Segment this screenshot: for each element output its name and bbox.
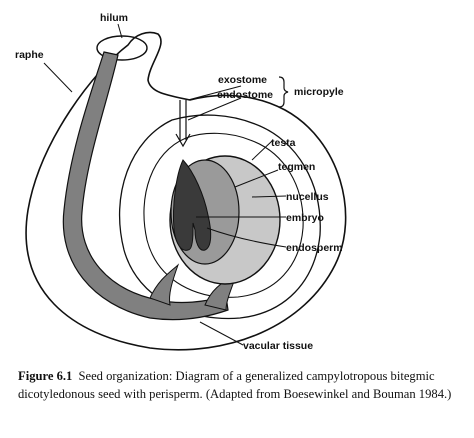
label-exostome: exostome [218, 74, 267, 86]
label-testa: testa [271, 137, 296, 149]
leader-endostome [187, 97, 242, 121]
leader-endosperm [206, 227, 287, 248]
embryo [173, 159, 212, 251]
label-nucellus: nucellus [286, 191, 329, 203]
leader-exostome [187, 85, 242, 101]
label-embryo: embryo [286, 212, 324, 224]
leader-testa [251, 140, 273, 161]
tegmen-inner-outline [143, 132, 304, 298]
figure-caption-text: Seed organization: Diagram of a generali… [18, 369, 452, 401]
testa-outline [25, 31, 347, 351]
label-endosperm: endosperm [286, 242, 343, 254]
label-hilum: hilum [100, 12, 128, 24]
figure-caption: Figure 6.1 Seed organization: Diagram of… [18, 367, 464, 403]
leader-vascular-tissue [199, 321, 244, 346]
micropyle-brace [278, 76, 289, 108]
leader-nucellus [251, 195, 287, 198]
leader-hilum [117, 23, 123, 39]
label-endostome: endostome [217, 89, 273, 101]
figure-caption-label: Figure 6.1 [18, 369, 73, 383]
label-raphe: raphe [15, 49, 44, 61]
vascular-branch [149, 263, 180, 306]
label-tegmen: tegmen [278, 161, 315, 173]
label-vascular-tissue: vacular tissue [243, 340, 313, 352]
leader-raphe [43, 62, 73, 93]
label-micropyle: micropyle [294, 86, 344, 98]
micropyle-notch [175, 133, 191, 148]
tegmen-outline [118, 114, 321, 320]
leader-tegmen [234, 169, 279, 188]
hilum-ring [96, 35, 148, 61]
